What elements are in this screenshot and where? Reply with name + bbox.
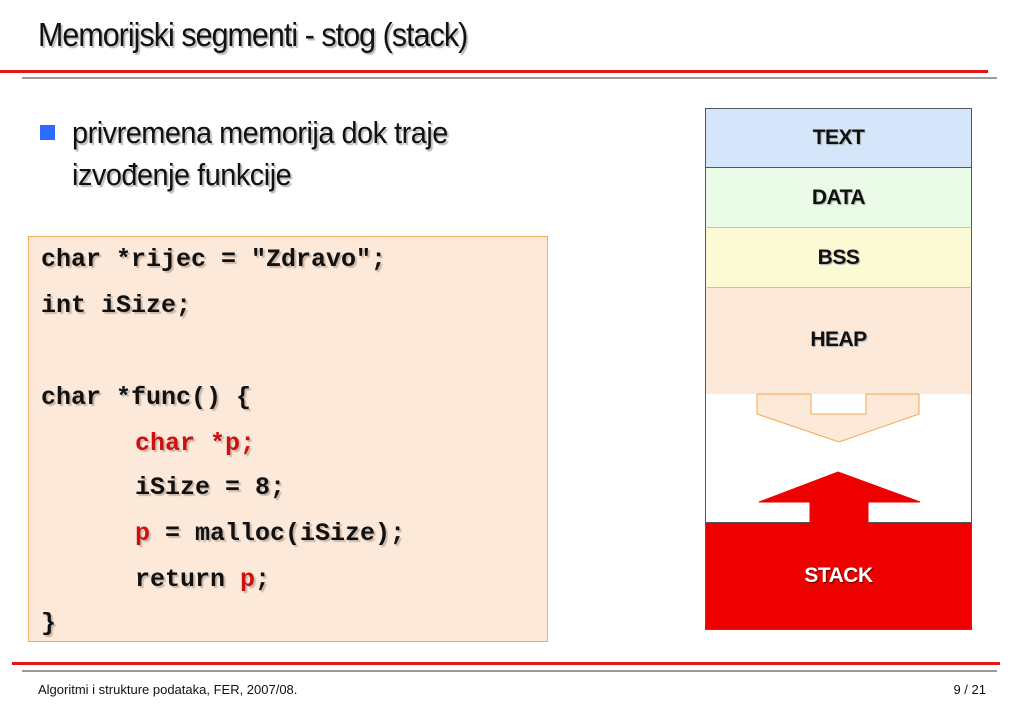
code-line: int iSize; [41, 291, 192, 320]
footer-course: Algoritmi i strukture podataka, FER, 200… [38, 682, 298, 697]
memory-segment-bss: BSS [705, 228, 972, 288]
memory-segment-data: DATA [705, 168, 972, 228]
footer-divider-red [12, 662, 1000, 665]
code-block: char *rijec = "Zdravo"; int iSize; char … [28, 236, 548, 642]
code-var-p: p [240, 565, 256, 594]
code-line: return p; [135, 565, 270, 594]
segment-label: BSS [817, 245, 860, 269]
code-line-highlighted: char *p; [135, 429, 256, 458]
footer-divider-gray [22, 670, 997, 672]
heap-growth-down-arrow-icon [756, 393, 920, 443]
code-text: ; [255, 565, 271, 594]
code-line: iSize = 8; [135, 473, 286, 502]
code-var-p: p [135, 519, 151, 548]
memory-segment-text: TEXT [705, 108, 972, 168]
title-divider-red [0, 70, 988, 73]
bullet-square-icon [40, 125, 55, 140]
code-line: char *func() { [41, 383, 252, 412]
code-line: char *rijec = "Zdravo"; [41, 245, 387, 274]
code-text: = malloc(iSize); [150, 519, 406, 548]
footer-page-number: 9 / 21 [953, 682, 986, 697]
segment-label: DATA [811, 185, 866, 209]
stack-growth-up-arrow-icon [758, 471, 921, 524]
growth-arrows [756, 393, 921, 524]
slide-title: Memorijski segmenti - stog (stack) [38, 16, 468, 53]
title-divider-gray [22, 77, 997, 79]
segment-label: HEAP [810, 328, 867, 351]
memory-segment-stack: STACK [705, 522, 972, 630]
memory-segment-heap: HEAP [705, 288, 972, 394]
segment-label: STACK [804, 564, 873, 587]
bullet-text: privremena memorija dok traje izvođenje … [72, 115, 448, 192]
code-line: p = malloc(iSize); [135, 519, 405, 548]
code-line: } [41, 609, 57, 638]
segment-label: TEXT [812, 126, 865, 149]
code-text: return [135, 565, 241, 594]
